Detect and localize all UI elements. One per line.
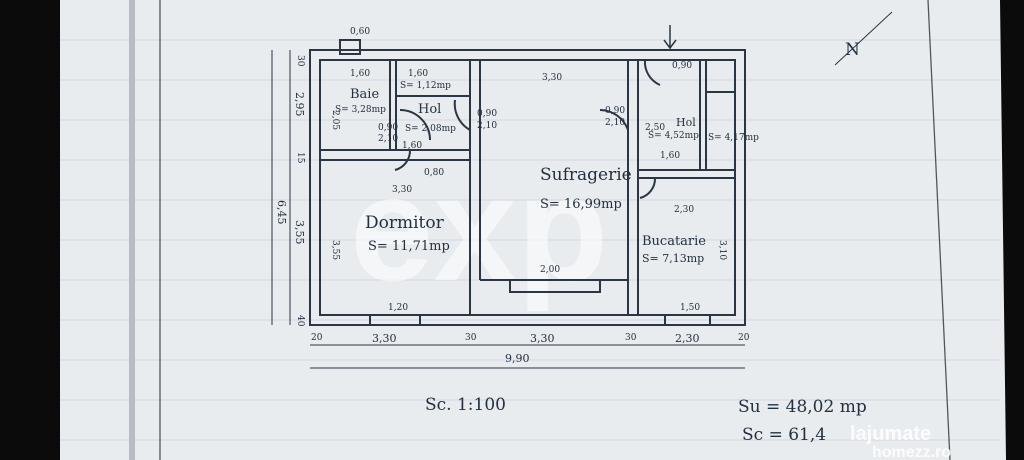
room-bucatarie-name: Bucatarie [642,234,706,249]
dim-right-310: 3,10 [717,240,727,260]
dim-width-330a: 3,30 [372,332,397,345]
dim-160b: 1,60 [408,69,428,79]
dim-height-645: 6,45 [275,200,288,225]
room-baie-name: Baie [350,87,379,102]
room-hol-small-area: S= 1,12mp [400,81,451,91]
room-sufragerie-area: S= 16,99mp [540,197,622,212]
north-symbol: N [845,40,860,60]
dim-160c: 1,60 [402,141,422,151]
dim-total-width: 9,90 [505,352,530,365]
dim-160d: 1,60 [660,151,680,161]
room-bucatarie-area: S= 7,13mp [642,252,704,265]
dim-window-200: 2,00 [540,265,560,275]
dim-width-20a: 20 [311,333,323,343]
scale-label: Sc. 1:100 [425,395,506,415]
room-dormitor-area: S= 11,71mp [368,239,450,254]
room-dormitor-name: Dormitor [365,213,445,233]
dim-height-355: 3,55 [293,220,306,245]
dim-height-15: 15 [295,152,305,164]
dim-door-090b: 0,90 [605,106,625,116]
dim-080: 0,80 [424,168,444,178]
dim-250: 2,50 [645,123,665,133]
dim-height-40: 40 [295,315,305,327]
room-hol2-name: Hol [676,116,696,129]
dim-door-210b: 2,10 [605,118,625,128]
sc-total: Sc = 61,4 [742,425,826,445]
dim-height-295: 2,95 [293,92,306,117]
room-hol1-area: S= 2,08mp [405,124,456,134]
dim-left-205: 2,05 [330,110,340,130]
dim-bucatarie-width: 2,30 [674,205,694,215]
su-total: Su = 48,02 mp [738,397,867,417]
dim-door-210a: 2,10 [477,121,497,131]
dim-window-150: 1,50 [680,303,700,313]
dim-width-20b: 20 [738,333,750,343]
room-hol1-name: Hol [418,102,441,117]
brand-text-2: homezz.ro [872,444,951,460]
dim-width-30a: 30 [465,333,477,343]
dim-width-230: 2,30 [675,332,700,345]
brand-text-1: lajumate [850,423,931,445]
dim-160a: 1,60 [350,69,370,79]
room-baie-area: S= 3,28mp [335,105,386,115]
dim-door-090c: 0,90 [378,123,398,133]
room-hol2-small-area: S= 4,17mp [708,133,759,143]
brand-watermark: lajumate homezz.ro [850,423,951,460]
dim-dormitor-width: 3,30 [392,185,412,195]
dim-door-090e: 0,90 [672,61,692,71]
room-sufragerie-name: Sufragerie [540,165,632,185]
dim-width-330b: 3,30 [530,332,555,345]
dim-window-120: 1,20 [388,303,408,313]
room-hol2-area: S= 4,52mp [648,131,699,141]
dim-left-355: 3,55 [330,240,340,260]
dim-door-210c: 2,10 [378,134,398,144]
dim-height-30: 30 [295,55,305,67]
dim-sufragerie-width: 3,30 [542,73,562,83]
paper [60,0,1006,460]
dim-door-090a: 0,90 [477,109,497,119]
dim-width-30b: 30 [625,333,637,343]
dim-window-060: 0,60 [350,27,370,37]
